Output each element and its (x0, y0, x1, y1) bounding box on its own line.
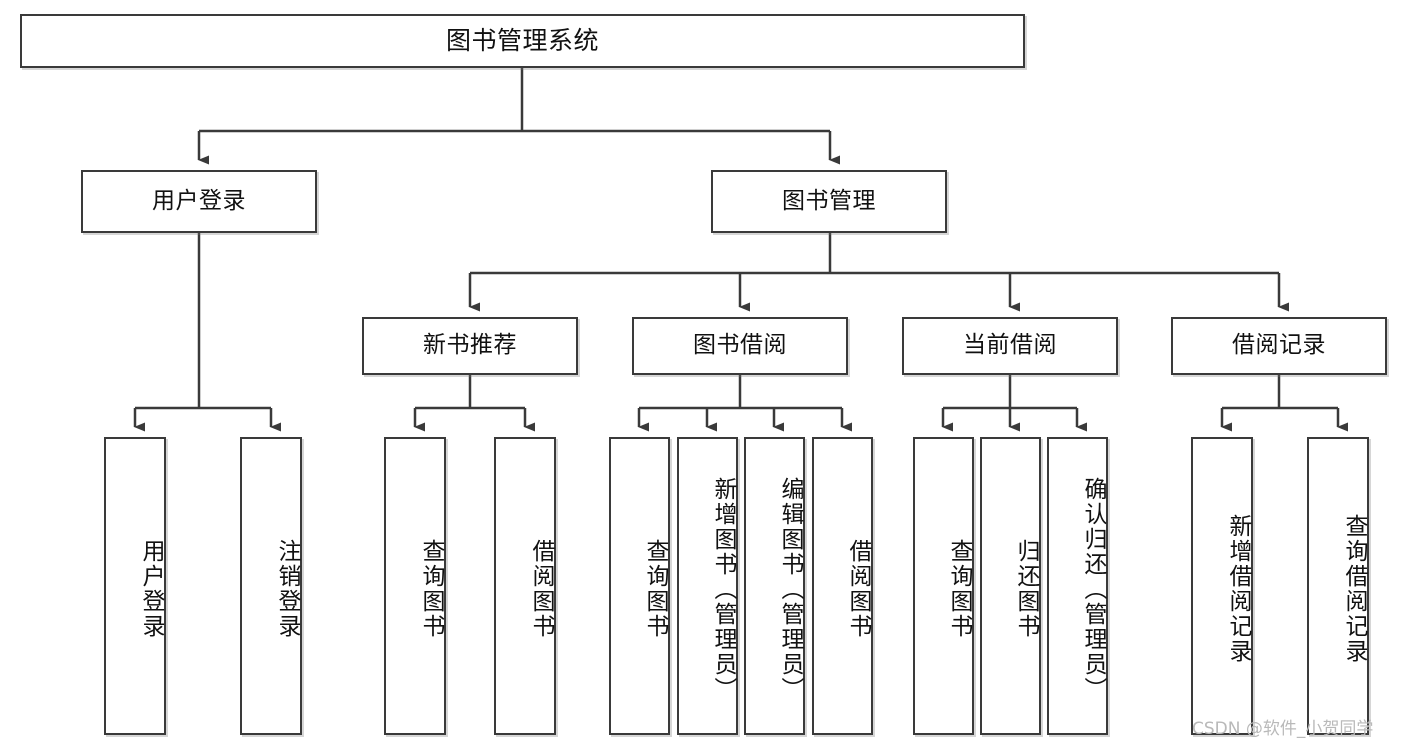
leaf-newbook-query-book[interactable]: 查询图书 (384, 437, 446, 735)
node-label: 新书推荐 (423, 332, 517, 359)
node-label: 新增图书（管理员） (710, 476, 736, 702)
csdn-watermark: CSDN @软件_小贺同学 (1192, 719, 1374, 739)
node-borrow-records[interactable]: 借阅记录 (1171, 317, 1387, 375)
node-label: 编辑图书（管理员） (777, 476, 803, 702)
leaf-logout[interactable]: 注销登录 (240, 437, 302, 735)
leaf-current-return-book[interactable]: 归还图书 (980, 437, 1041, 735)
node-label: 归还图书 (1013, 539, 1039, 639)
leaf-current-confirm-return-admin[interactable]: 确认归还（管理员） (1047, 437, 1108, 735)
node-root-system[interactable]: 图书管理系统 (20, 14, 1025, 68)
node-label: 借阅图书 (528, 539, 554, 639)
node-label: 查询图书 (418, 539, 444, 639)
leaf-records-query-record[interactable]: 查询借阅记录 (1307, 437, 1369, 735)
node-label: 当前借阅 (963, 332, 1057, 359)
node-label: 确认归还（管理员） (1080, 476, 1106, 702)
node-label: 注销登录 (274, 539, 300, 639)
node-label: 图书借阅 (693, 332, 787, 359)
leaf-borrow-add-book-admin[interactable]: 新增图书（管理员） (677, 437, 738, 735)
node-current-borrow[interactable]: 当前借阅 (902, 317, 1118, 375)
node-book-management[interactable]: 图书管理 (711, 170, 947, 233)
node-label: 新增借阅记录 (1225, 514, 1251, 664)
leaf-records-add-record[interactable]: 新增借阅记录 (1191, 437, 1253, 735)
node-book-borrow[interactable]: 图书借阅 (632, 317, 848, 375)
leaf-newbook-borrow-book[interactable]: 借阅图书 (494, 437, 556, 735)
node-label: 查询图书 (946, 539, 972, 639)
node-label: 借阅图书 (845, 539, 871, 639)
node-label: 借阅记录 (1232, 332, 1326, 359)
node-label: 查询借阅记录 (1341, 514, 1367, 664)
leaf-user-login[interactable]: 用户登录 (104, 437, 166, 735)
leaf-borrow-query-book[interactable]: 查询图书 (609, 437, 670, 735)
node-label: 用户登录 (138, 539, 164, 639)
node-label: 查询图书 (642, 539, 668, 639)
node-label: 用户登录 (152, 187, 246, 214)
leaf-borrow-borrow-book[interactable]: 借阅图书 (812, 437, 873, 735)
node-label: 图书管理系统 (445, 26, 599, 56)
leaf-borrow-edit-book-admin[interactable]: 编辑图书（管理员） (744, 437, 805, 735)
node-user-login[interactable]: 用户登录 (81, 170, 317, 233)
leaf-current-query-book[interactable]: 查询图书 (913, 437, 974, 735)
node-label: 图书管理 (782, 187, 876, 214)
node-new-book-recommend[interactable]: 新书推荐 (362, 317, 578, 375)
